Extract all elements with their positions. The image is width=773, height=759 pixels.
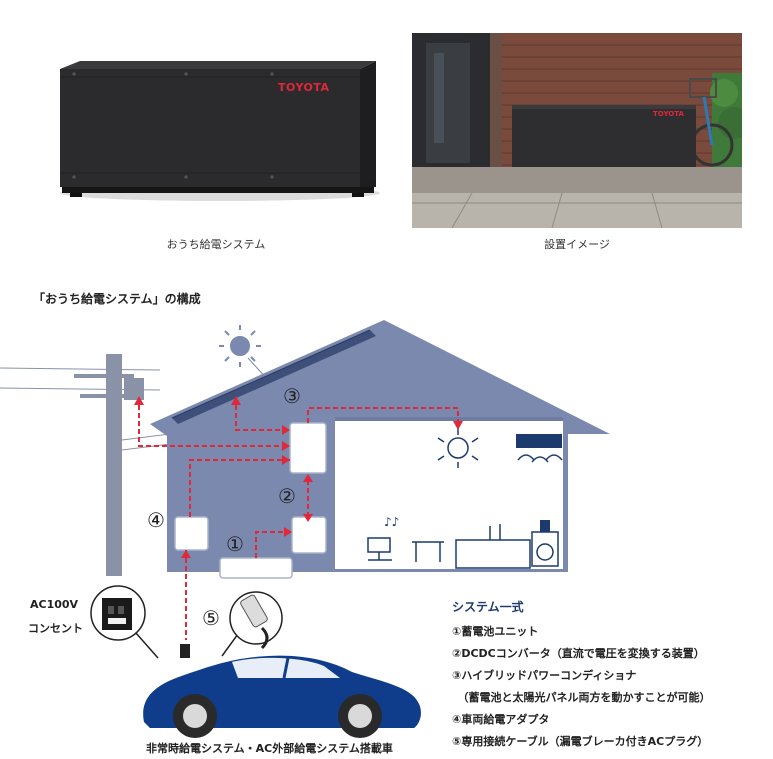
legend-item: ④車両給電アダプタ (452, 713, 550, 726)
system-diagram: ♪♪ (0, 320, 610, 738)
system-legend: システム一式 ①蓄電池ユニット ②DCDCコンバータ（直流で電圧を変換する装置）… (452, 598, 752, 749)
utility-pole (0, 354, 171, 576)
power-flow-arrows (138, 405, 459, 640)
power-conditioner-box (289, 422, 327, 474)
photo-caption-installation: 設置イメージ (544, 238, 610, 251)
installation-photo: TOYOTA (412, 33, 742, 228)
photo-caption-system: おうち給電システム (166, 238, 266, 251)
legend-item: ②DCDCコンバータ（直流で電圧を変換する装置） (452, 647, 705, 660)
arrow-heads (134, 396, 463, 558)
outlet-zoom (90, 585, 159, 659)
car-label: 非常時給電システム・AC外部給電システム搭載車 (146, 742, 393, 755)
sun-icon (219, 325, 269, 381)
legend-item: ⑤専用接続ケーブル（漏電ブレーカ付きACプラグ） (452, 735, 709, 748)
svg-text:♪♪: ♪♪ (384, 515, 399, 529)
car-illustration (143, 644, 421, 738)
aircon-icon (516, 434, 562, 448)
marker-4: ④ (147, 508, 165, 532)
product-photo: TOYOTA (40, 33, 392, 228)
marker-1: ① (226, 532, 244, 556)
installation-illustration (412, 33, 742, 228)
legend-item: ③ハイブリッドパワーコンディショナ (452, 669, 637, 682)
marker-3: ③ (283, 384, 301, 408)
section-title: 「おうち給電システム」の構成 (33, 292, 201, 306)
vehicle-adapter-box (174, 516, 209, 551)
cable-zoom (221, 591, 283, 657)
outlet-label-sub: コンセント (28, 622, 83, 635)
outlet-label: AC100V (30, 598, 79, 611)
dcdc-converter-box (291, 516, 327, 554)
house: ♪♪ (150, 320, 610, 572)
brand-logo: TOYOTA (653, 110, 684, 118)
battery-unit-box (219, 557, 293, 579)
marker-5: ⑤ (202, 606, 220, 630)
legend-item: （蓄電池と太陽光パネル両方を動かすことが可能） (452, 691, 711, 704)
legend-title: システム一式 (452, 600, 524, 614)
marker-2: ② (278, 484, 296, 508)
legend-item: ①蓄電池ユニット (452, 625, 539, 638)
brand-logo: TOYOTA (278, 81, 330, 94)
battery-unit-illustration (40, 33, 392, 228)
